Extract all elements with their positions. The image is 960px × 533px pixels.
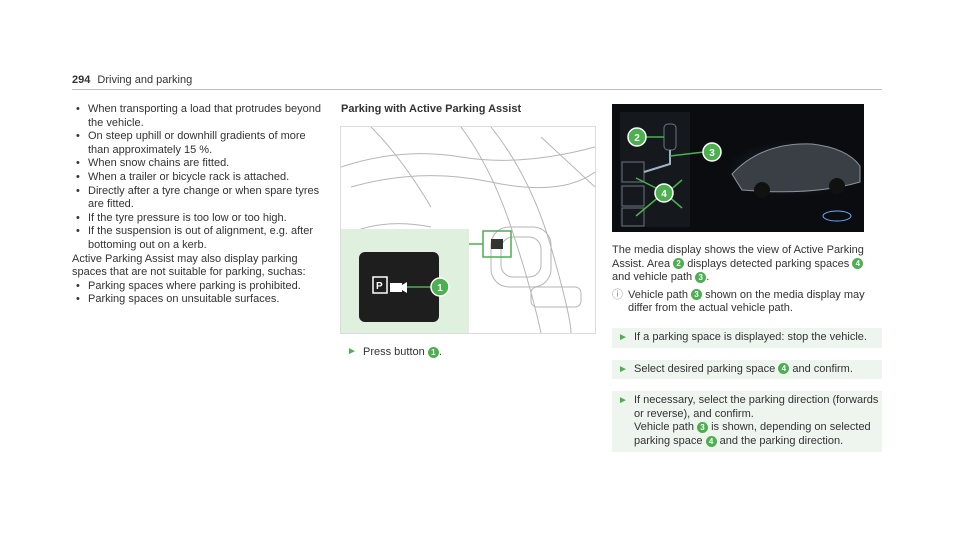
media-display-drawing: 2 3 4 (612, 104, 864, 232)
list-item: Directly after a tyre change or when spa… (72, 185, 322, 212)
callout-1-label: 1 (437, 283, 443, 294)
list-item: If the suspension is out of alignment, e… (72, 225, 322, 252)
info-icon: ⓘ (612, 288, 623, 301)
media-display-illustration: 2 3 4 (612, 104, 864, 232)
list-item: When transporting a load that protrudes … (72, 103, 322, 130)
step-arrow-icon: ► (618, 363, 628, 375)
list-item: If the tyre pressure is too low or too h… (72, 212, 322, 226)
header-divider (72, 89, 882, 90)
info-note: ⓘ Vehicle path 3 shown on the media disp… (612, 288, 865, 315)
button-location-icon (491, 239, 503, 249)
list-item: When a trailer or bicycle rack is attach… (72, 171, 322, 185)
parking-camera-icon: P (372, 276, 407, 294)
list-item: When snow chains are fitted. (72, 157, 322, 171)
callout-2 (627, 127, 647, 147)
step-select-direction: ► If necessary, select the parking direc… (612, 391, 882, 452)
callout-badge: 4 (705, 435, 717, 447)
section-title: Driving and parking (97, 74, 193, 86)
step-arrow-icon: ► (618, 331, 628, 343)
step-arrow-icon: ► (347, 346, 357, 357)
callout-badge: 1 (427, 346, 439, 358)
step-press-button: ► Press button 1. (347, 346, 442, 358)
callout-badge: 3 (695, 271, 707, 283)
callout-1 (430, 277, 450, 297)
callout-badge: 2 (673, 258, 685, 270)
step-select-space: ► Select desired parking space 4 and con… (612, 359, 882, 380)
console-illustration: P 1 (340, 126, 596, 334)
callout-badge: 4 (778, 363, 790, 375)
right-column: The media display shows the view of Acti… (612, 244, 882, 464)
paragraph: Active Parking Assist may also display p… (72, 252, 306, 279)
step-stop-vehicle: ► If a parking space is displayed: stop … (612, 327, 882, 348)
callout-4-label: 4 (661, 189, 667, 200)
car-shape (731, 143, 861, 193)
callout-badge: 3 (697, 421, 708, 433)
list-item: Parking spaces on unsuitable surfaces. (72, 293, 322, 307)
section-heading: Parking with Active Parking Assist (341, 103, 522, 115)
list-item: On steep uphill or downhill gradients of… (72, 130, 322, 157)
page-header: 294 Driving and parking (72, 74, 192, 86)
callout-badge: 4 (852, 258, 864, 270)
callout-2-label: 2 (634, 133, 640, 144)
intro-paragraph: The media display shows the view of Acti… (612, 244, 864, 284)
console-drawing: P 1 (341, 127, 595, 333)
step-arrow-icon: ► (618, 395, 628, 407)
callout-badge: 3 (691, 289, 702, 301)
svg-text:P: P (376, 281, 383, 292)
page-number: 294 (72, 74, 91, 86)
list-item: Parking spaces where parking is prohibit… (72, 280, 322, 294)
callout-3-label: 3 (709, 148, 715, 159)
callout-4 (654, 183, 674, 203)
callout-3 (702, 142, 722, 162)
left-column: When transporting a load that protrudes … (72, 103, 322, 307)
